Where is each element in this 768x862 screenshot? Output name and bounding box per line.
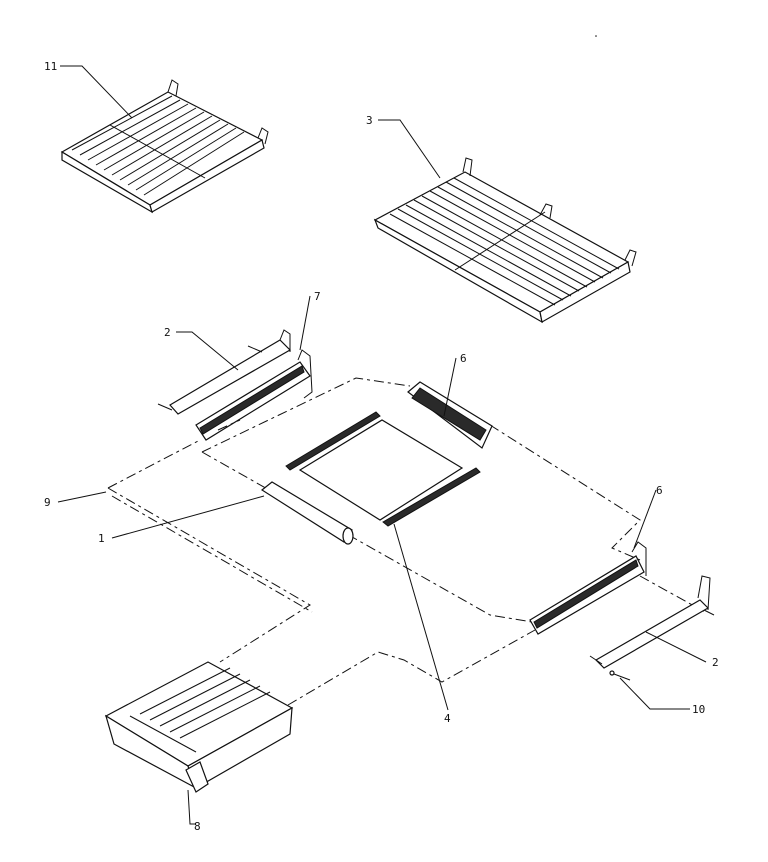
callout-10: 10 [692,703,705,716]
channel-part-6-upper [407,381,493,449]
trim-strip-part-4 [382,467,481,527]
wire-shelf-part-11 [60,79,269,214]
shelf-part-3 [373,157,637,324]
callout-8: 8 [194,820,201,833]
trim-strip-part-9 [285,411,381,471]
assembly-guide-lines [107,377,706,706]
crisper-drawer-part-8 [104,661,294,793]
glass-panel [298,419,464,521]
callout-labels: 11 3 2 7 6 9 1 6 4 2 10 8 [44,60,719,833]
callout-11: 11 [44,60,57,73]
callout-9: 9 [44,496,51,509]
callout-7: 7 [314,290,321,303]
callout-1: 1 [98,532,105,545]
callout-2-right: 2 [712,656,719,669]
leader-lines [57,65,707,825]
callout-3: 3 [366,114,373,127]
callout-4: 4 [444,712,451,725]
callout-6-upper: 6 [460,352,467,365]
shelf-rail-part-2-right [589,575,715,669]
callout-6-lower: 6 [656,484,663,497]
shelf-rail-part-2-left [157,329,291,415]
front-trim-part-1 [260,481,354,545]
slide-bracket-part-6-lower [529,541,647,635]
callout-2-left: 2 [164,326,171,339]
screw-part-10 [609,670,631,681]
slide-bracket-part-7 [195,349,313,441]
speck-mark [595,35,597,37]
